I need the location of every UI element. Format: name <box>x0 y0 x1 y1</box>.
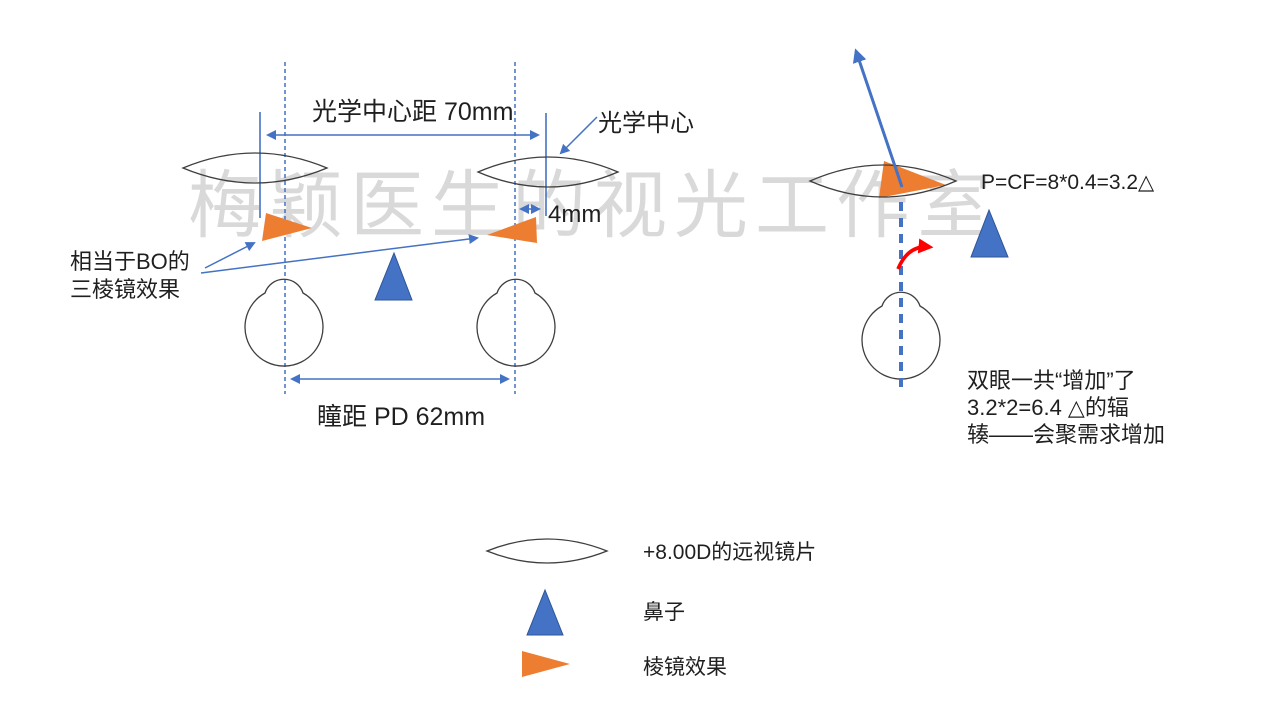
leader-arrow-bo-to-left-prism <box>204 242 256 269</box>
eye-icon-left <box>244 278 324 367</box>
optical-center-label: 光学中心 <box>598 110 694 137</box>
legend-nose-label: 鼻子 <box>643 601 685 624</box>
legend-nose-icon <box>526 588 564 636</box>
lens-icon-left <box>181 152 329 184</box>
bo-prism-note-line1: 相当于BO的 <box>70 249 190 274</box>
legend-prism-label: 棱镜效果 <box>643 656 727 679</box>
eye-icon-single <box>861 291 941 380</box>
legend-lens-label: +8.00D的远视镜片 <box>643 541 817 564</box>
leader-arrow-optical-center <box>559 116 598 155</box>
optical-center-distance-label: 光学中心距 70mm <box>312 98 514 126</box>
bo-prism-note: 相当于BO的 三棱镜效果 <box>70 248 190 304</box>
prism-icon-right-lens <box>487 217 537 243</box>
prism-formula-label: P=CF=8*0.4=3.2△ <box>981 171 1155 194</box>
pd-label: 瞳距 PD 62mm <box>317 403 486 431</box>
decentration-4mm-label: 4mm <box>548 201 602 228</box>
convergence-note-line2: 3.2*2=6.4 △的辐 <box>967 395 1129 420</box>
convergence-note: 双眼一共“增加”了 3.2*2=6.4 △的辐 辏——会聚需求增加 <box>967 367 1165 448</box>
nose-icon-left-diagram <box>374 251 413 301</box>
prism-icon-single-lens <box>879 161 946 198</box>
eye-icon-right <box>476 278 556 367</box>
legend-prism-icon <box>522 651 570 677</box>
watermark-text: 梅颖医生的视光工作室 <box>188 166 998 248</box>
legend-lens-icon <box>485 538 609 564</box>
prism-icon-left-lens <box>262 213 312 241</box>
bo-prism-note-line2: 三棱镜效果 <box>70 277 181 302</box>
rotation-arrow-icon <box>896 238 934 270</box>
lens-icon-single <box>808 164 958 198</box>
lens-icon-right <box>476 156 620 188</box>
nose-icon-right-diagram <box>970 208 1009 258</box>
leader-arrow-bo-to-right-prism <box>200 234 479 274</box>
convergence-note-line1: 双眼一共“增加”了 <box>967 368 1136 393</box>
convergence-note-line3: 辏——会聚需求增加 <box>967 422 1166 447</box>
deviated-ray-arrow <box>852 48 904 188</box>
